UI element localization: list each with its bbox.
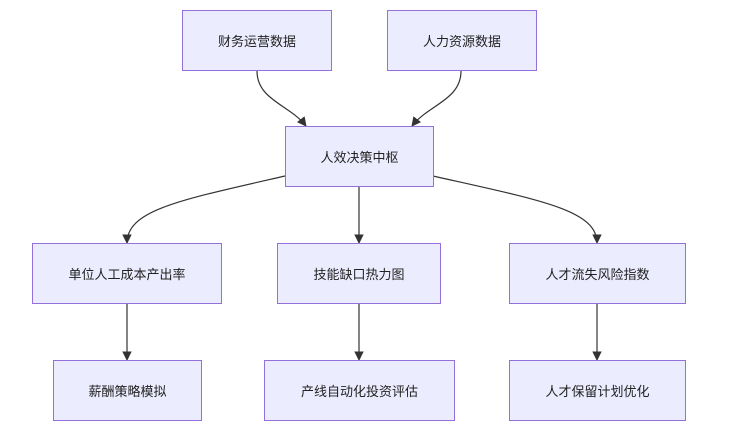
node-salary-simulation: 薪酬策略模拟: [53, 360, 202, 421]
edge-hub-to-attrition: [432, 175, 602, 244]
node-hr-data: 人力资源数据: [387, 10, 537, 71]
node-automation-investment: 产线自动化投资评估: [264, 360, 455, 421]
node-finance-data: 财务运营数据: [182, 10, 332, 71]
edge-hr-to-hub: [411, 70, 462, 127]
node-attrition-risk: 人才流失风险指数: [509, 243, 686, 304]
node-retention-plan: 人才保留计划优化: [509, 360, 686, 421]
node-unit-cost-output: 单位人工成本产出率: [32, 243, 222, 304]
edge-finance-to-hub: [256, 70, 307, 127]
edge-hub-to-unit-cost: [122, 175, 286, 244]
node-skill-gap-heatmap: 技能缺口热力图: [277, 243, 441, 304]
node-decision-hub: 人效决策中枢: [285, 126, 434, 187]
